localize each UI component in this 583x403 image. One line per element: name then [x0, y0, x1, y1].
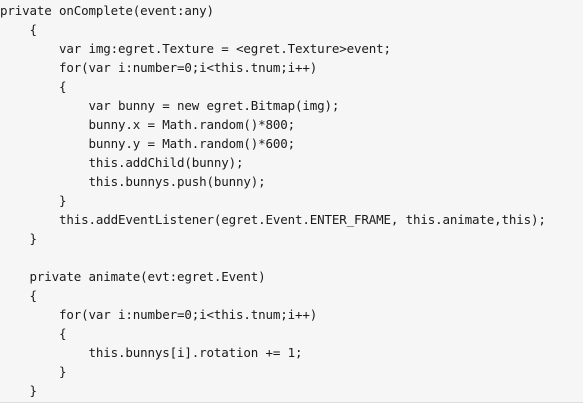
code-line-4: for(var i:number=0;i<this.tnum;i++) [0, 60, 318, 75]
code-line-17: for(var i:number=0;i<this.tnum;i++) [0, 307, 318, 322]
code-line-18: { [0, 326, 67, 341]
code-line-5: { [0, 79, 67, 94]
code-line-12: this.addEventListener(egret.Event.ENTER_… [0, 212, 546, 227]
code-line-19: this.bunnys[i].rotation += 1; [0, 345, 303, 360]
code-line-21: } [0, 383, 38, 398]
code-line-3: var img:egret.Texture = <egret.Texture>e… [0, 41, 391, 56]
code-line-16: { [0, 288, 38, 303]
code-line-11: } [0, 193, 67, 208]
code-line-13: } [0, 231, 38, 246]
code-line-15: private animate(evt:egret.Event) [0, 269, 266, 284]
code-line-2: { [0, 22, 38, 37]
code-line-9: this.addChild(bunny); [0, 155, 244, 170]
code-line-1: private onComplete(event:any) [0, 3, 214, 18]
code-line-20: } [0, 364, 67, 379]
code-line-7: bunny.x = Math.random()*800; [0, 117, 296, 132]
code-line-8: bunny.y = Math.random()*600; [0, 136, 296, 151]
code-line-6: var bunny = new egret.Bitmap(img); [0, 98, 340, 113]
code-line-10: this.bunnys.push(bunny); [0, 174, 266, 189]
